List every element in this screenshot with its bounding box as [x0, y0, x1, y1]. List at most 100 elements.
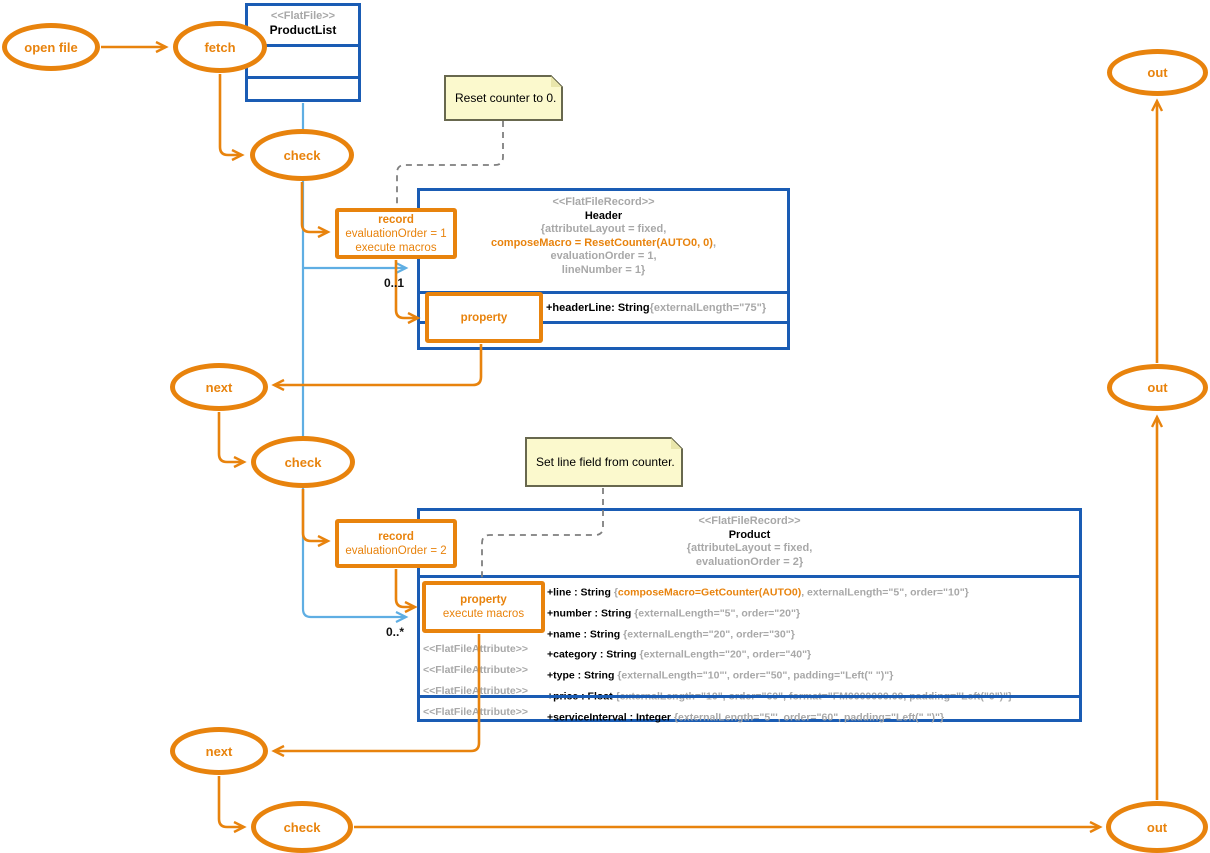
header-name: Header: [584, 209, 623, 222]
association-productlist[interactable]: [301, 103, 409, 623]
header-constraint-3: evaluationOrder = 1,: [550, 250, 657, 262]
attribute-row[interactable]: <<FlatFileAttribute>> +type : String {ext…: [423, 663, 1012, 684]
compartment-divider: [420, 321, 787, 324]
attribute-row[interactable]: <<FlatFileAttribute>>+category : String …: [423, 642, 1012, 663]
attr-name: +line : String: [547, 586, 614, 599]
header-attr-name: +headerLine: String: [546, 301, 650, 314]
header-constraint-2-tail: ,: [712, 236, 717, 249]
action-title: record: [378, 213, 414, 226]
compartment-divider: [248, 76, 358, 79]
edge-check-record1[interactable]: [300, 182, 328, 232]
activity-out-2[interactable]: out: [1107, 364, 1208, 411]
activity-open-file[interactable]: open file: [2, 23, 100, 71]
activity-label: out: [1147, 65, 1168, 80]
attr-constraint: {externalLength="5", order="20"}: [634, 607, 801, 620]
header-title: <<FlatFileRecord>> Header {attributeLayo…: [420, 196, 787, 277]
note-reset-counter[interactable]: Reset counter to 0.: [444, 75, 563, 121]
action-title: property: [460, 594, 507, 606]
activity-label: out: [1146, 819, 1168, 835]
class-header[interactable]: <<FlatFileRecord>> Header {attributeLayo…: [417, 188, 790, 350]
attr-constraint: , externalLength="5", order="10"}: [801, 586, 969, 599]
edge-record2-property2[interactable]: [394, 569, 415, 607]
productlist-title: <<FlatFile>> ProductList: [248, 10, 358, 37]
header-attr-constraint: {externalLength="75"}: [649, 301, 767, 314]
attr-name: +serviceInterval : Integer: [547, 711, 674, 724]
edge-productlist-product[interactable]: [301, 103, 409, 623]
activity-out-3[interactable]: out: [1106, 801, 1208, 853]
attr-constraint: {externalLength="20", order="30"}: [623, 628, 795, 641]
header-stereotype: <<FlatFileRecord>>: [552, 196, 655, 208]
activity-label: check: [283, 819, 321, 835]
product-title: <<FlatFileRecord>> Product {attributeLay…: [420, 515, 1079, 569]
product-constraint-1: {attributeLayout = fixed,: [686, 542, 813, 554]
activity-out-1[interactable]: out: [1107, 49, 1208, 96]
attr-constraint: {: [613, 586, 618, 599]
compartment-divider: [248, 44, 358, 47]
attr-stereotype: <<FlatFileAttribute>>: [423, 664, 529, 677]
action-detail: execute macros: [355, 241, 437, 254]
edge-note-reset-to-record[interactable]: [396, 121, 504, 205]
activity-label: next: [205, 743, 233, 759]
action-record-2[interactable]: record evaluationOrder = 2: [335, 519, 457, 568]
multiplicity-product: 0..*: [386, 625, 405, 639]
compartment-divider: [420, 291, 787, 294]
attr-stereotype: <<FlatFileAttribute>>: [423, 685, 529, 698]
note-text: Reset counter to 0.: [455, 91, 557, 105]
note-set-line-field[interactable]: Set line field from counter.: [525, 437, 683, 487]
note-fold-icon: [551, 75, 563, 87]
edge-check2-record2[interactable]: [301, 489, 328, 541]
productlist-name: ProductList: [269, 22, 337, 37]
attr-stereotype: <<FlatFileAttribute>>: [423, 705, 529, 718]
multiplicity-header: 0..1: [384, 276, 405, 290]
edge-fetch-check[interactable]: [218, 74, 242, 155]
activity-next-1[interactable]: next: [170, 363, 268, 411]
edge-property1-next1[interactable]: [274, 344, 483, 385]
activity-check-2[interactable]: check: [251, 436, 355, 488]
product-stereotype: <<FlatFileRecord>>: [698, 515, 801, 527]
activity-label: check: [283, 147, 321, 163]
edge-note-setline-to-property[interactable]: [481, 488, 604, 578]
activity-label: open file: [24, 39, 78, 55]
attribute-row[interactable]: <<FlatFileAttribute>> +serviceInterval : …: [423, 705, 1012, 726]
attr-constraint: {externalLength="10"', order="50", paddi…: [617, 669, 894, 682]
header-constraint-2: composeMacro = ResetCounter(AUTO0, 0),: [420, 237, 787, 251]
activity-check-1[interactable]: check: [250, 129, 354, 181]
action-property-1[interactable]: property: [425, 292, 543, 343]
action-detail: execute macros: [442, 608, 525, 620]
compartment-divider: [420, 575, 1079, 578]
action-detail: evaluationOrder = 2: [345, 544, 447, 557]
attr-constraint: {externalLength="20", order="40"}: [639, 648, 812, 661]
attr-name: +category : String: [547, 648, 640, 661]
header-constraint-1: {attributeLayout = fixed,: [540, 223, 667, 235]
attr-name: +name : String: [547, 628, 624, 641]
attr-constraint: {externalLength="5"', order="60", paddin…: [673, 711, 945, 724]
product-name: Product: [728, 528, 771, 541]
note-fold-icon: [671, 437, 683, 449]
compartment-divider: [420, 695, 1079, 698]
activity-check-3[interactable]: check: [251, 801, 353, 853]
activity-label: out: [1147, 380, 1168, 395]
activity-next-2[interactable]: next: [170, 727, 268, 775]
attr-name: +type : String: [547, 669, 618, 682]
edge-next1-check2[interactable]: [217, 412, 244, 462]
action-detail: evaluationOrder = 1: [345, 227, 447, 240]
header-compose-macro: composeMacro = ResetCounter(AUTO0, 0): [490, 236, 713, 249]
product-constraint-2: evaluationOrder = 2}: [695, 555, 804, 568]
activity-label: check: [284, 454, 322, 470]
activity-fetch[interactable]: fetch: [173, 21, 267, 73]
activity-label: next: [205, 379, 233, 395]
edge-property2-next2[interactable]: [274, 634, 481, 751]
productlist-stereotype: <<FlatFile>>: [270, 10, 336, 22]
header-constraint-4: lineNumber = 1}: [561, 263, 646, 276]
action-property-2[interactable]: property execute macros: [422, 581, 545, 633]
activity-label: fetch: [204, 39, 236, 55]
edge-record1-property1[interactable]: [394, 260, 418, 318]
note-text: Set line field from counter.: [536, 455, 675, 469]
action-record-1[interactable]: record evaluationOrder = 1 execute macro…: [335, 208, 457, 259]
action-title: record: [378, 530, 414, 543]
attr-name: +number : String: [547, 607, 635, 620]
header-attribute-row[interactable]: +headerLine: String {externalLength="75"…: [546, 294, 766, 321]
edge-next2-check3[interactable]: [217, 776, 244, 827]
